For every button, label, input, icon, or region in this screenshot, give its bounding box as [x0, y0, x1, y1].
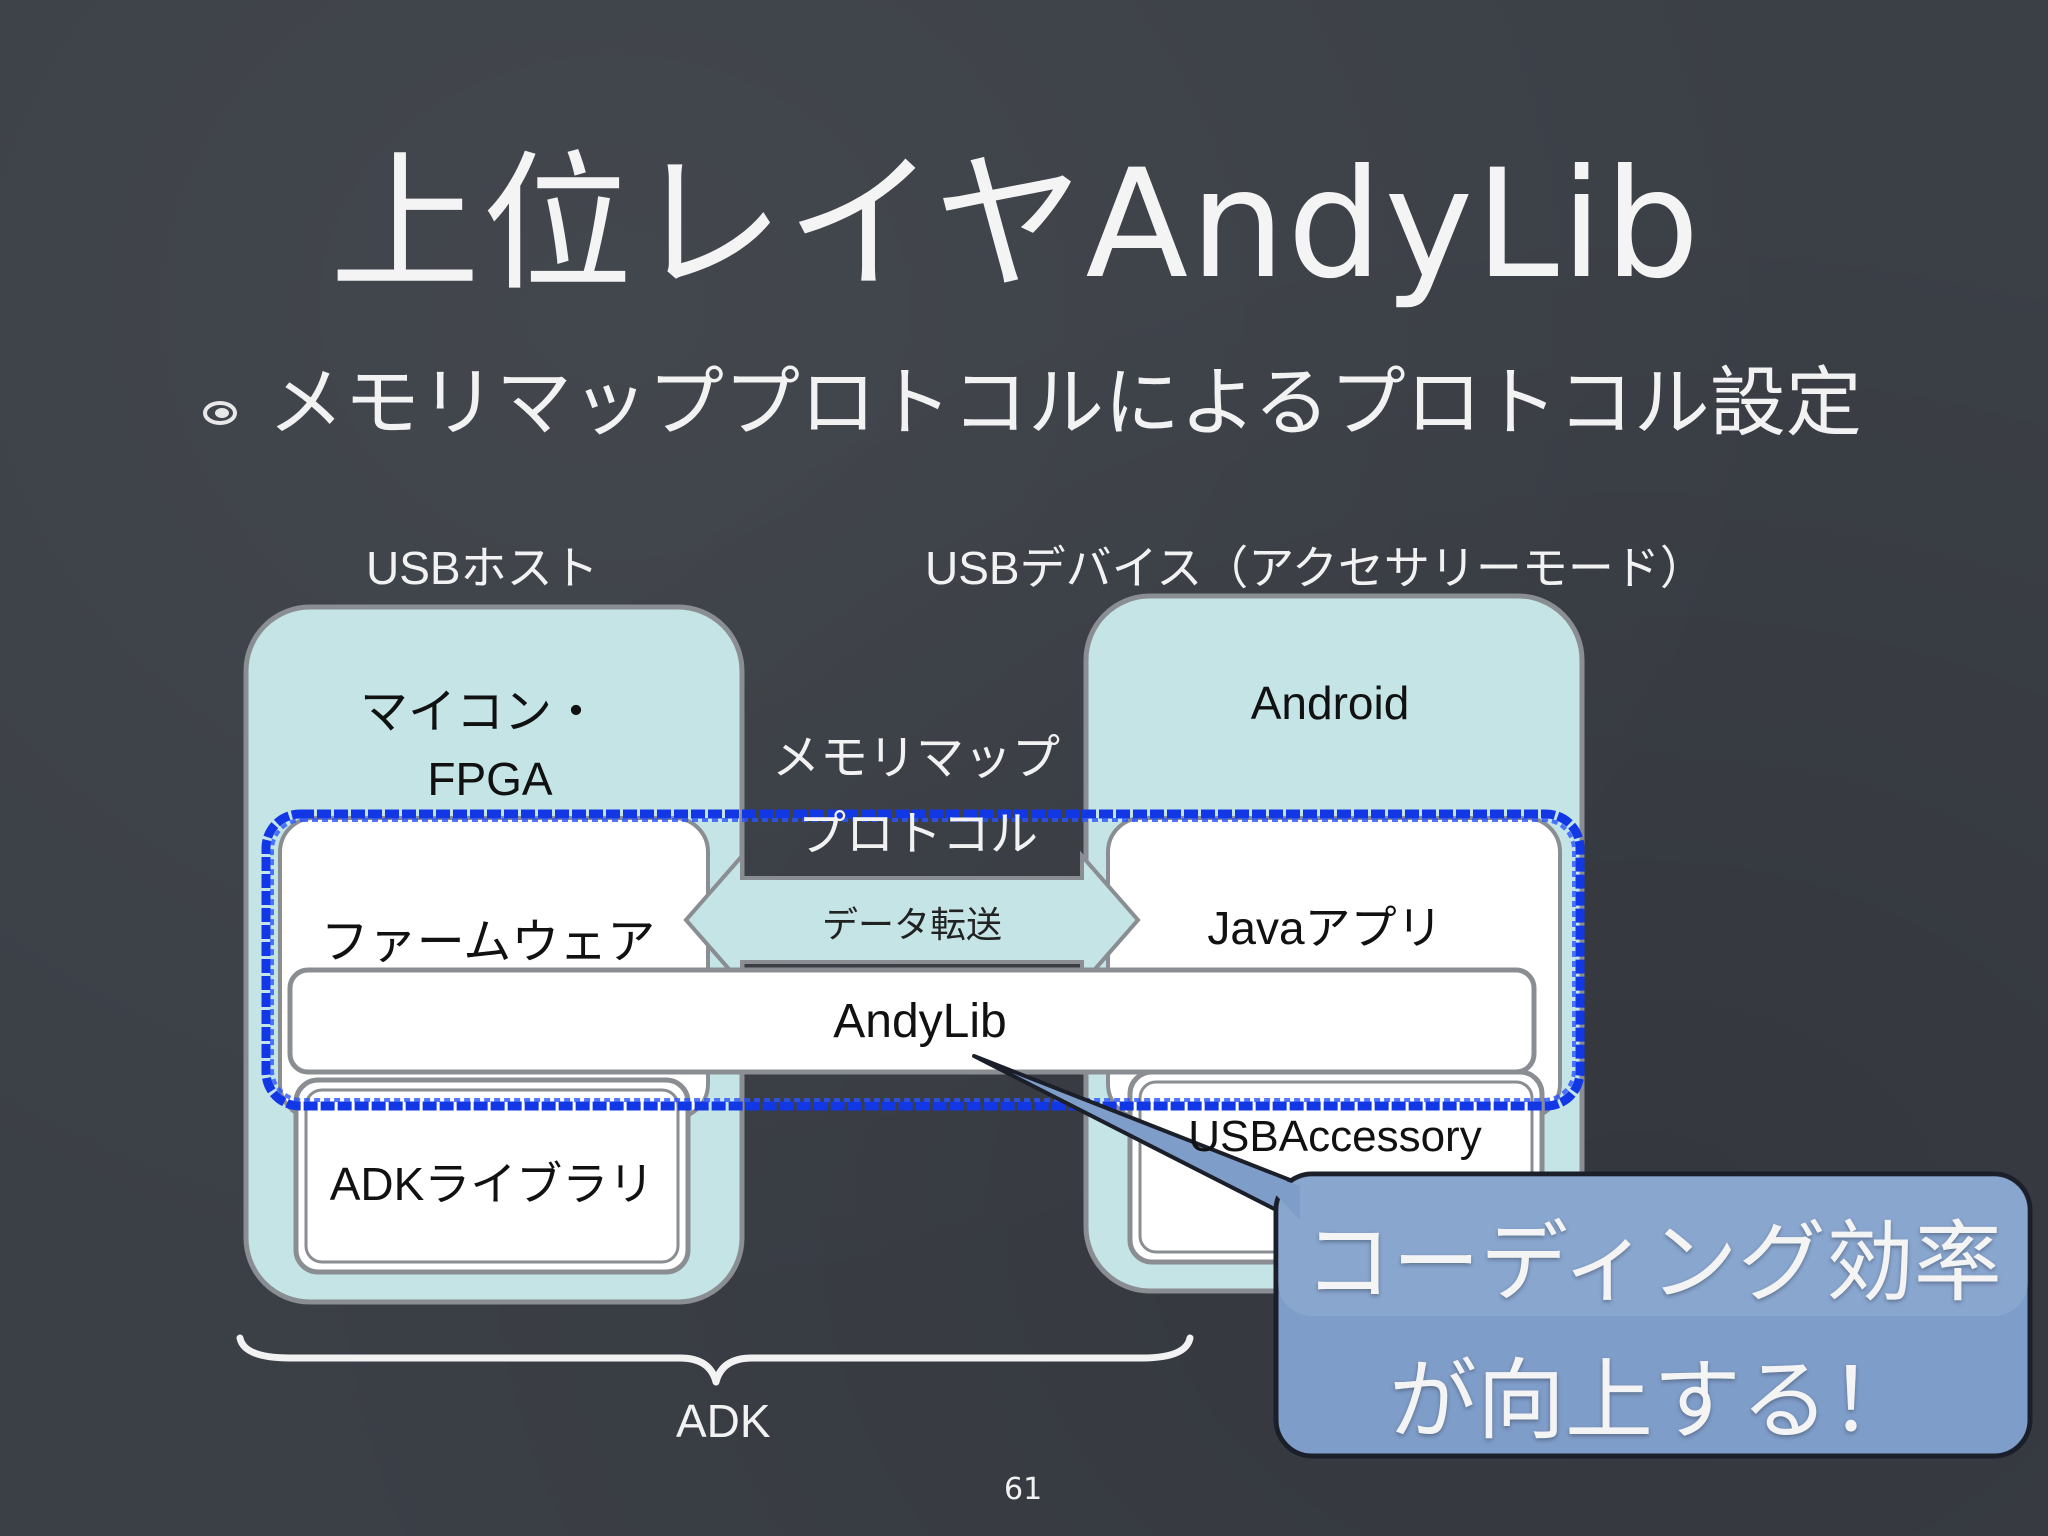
callout-box: [1273, 1171, 2033, 1459]
firmware-label: ファームウェア: [320, 916, 656, 969]
adk-brace: [236, 1334, 1194, 1386]
callout-line2: が向上する！: [1388, 1349, 1917, 1452]
java-app-label: Javaアプリ: [1207, 902, 1443, 954]
android-label: Android: [1250, 677, 1410, 729]
adk-library-box: [293, 1077, 691, 1275]
protocol-label-line1: メモリマップ: [772, 732, 1061, 785]
adk-library-label: ADKライブラリ: [329, 1158, 655, 1210]
data-transfer-label: データ転送: [821, 904, 1002, 945]
bullet-icon: [203, 401, 237, 425]
andylib-bar: [287, 967, 1537, 1075]
adk-label: ADK: [676, 1395, 771, 1447]
usb-accessory-label: USBAccessory: [1188, 1112, 1482, 1161]
bullet-text: メモリマッププロトコルによるプロトコル設定: [268, 358, 1862, 447]
andylib-label: AndyLib: [833, 995, 1007, 1048]
protocol-label-line2: プロトコル: [798, 808, 1039, 861]
host-title-line1: マイコン・: [359, 686, 600, 739]
slide-title: 上位レイヤAndyLib: [330, 138, 1702, 312]
usb-device-heading: USBデバイス（アクセサリーモード）: [925, 542, 1706, 594]
page-number: 61: [1004, 1472, 1043, 1507]
usb-host-heading: USBホスト: [366, 542, 599, 594]
callout-line1: コーディング効率: [1304, 1211, 2002, 1314]
andylib-highlight: [261, 809, 1585, 1111]
host-title-line2: FPGA: [427, 753, 553, 805]
